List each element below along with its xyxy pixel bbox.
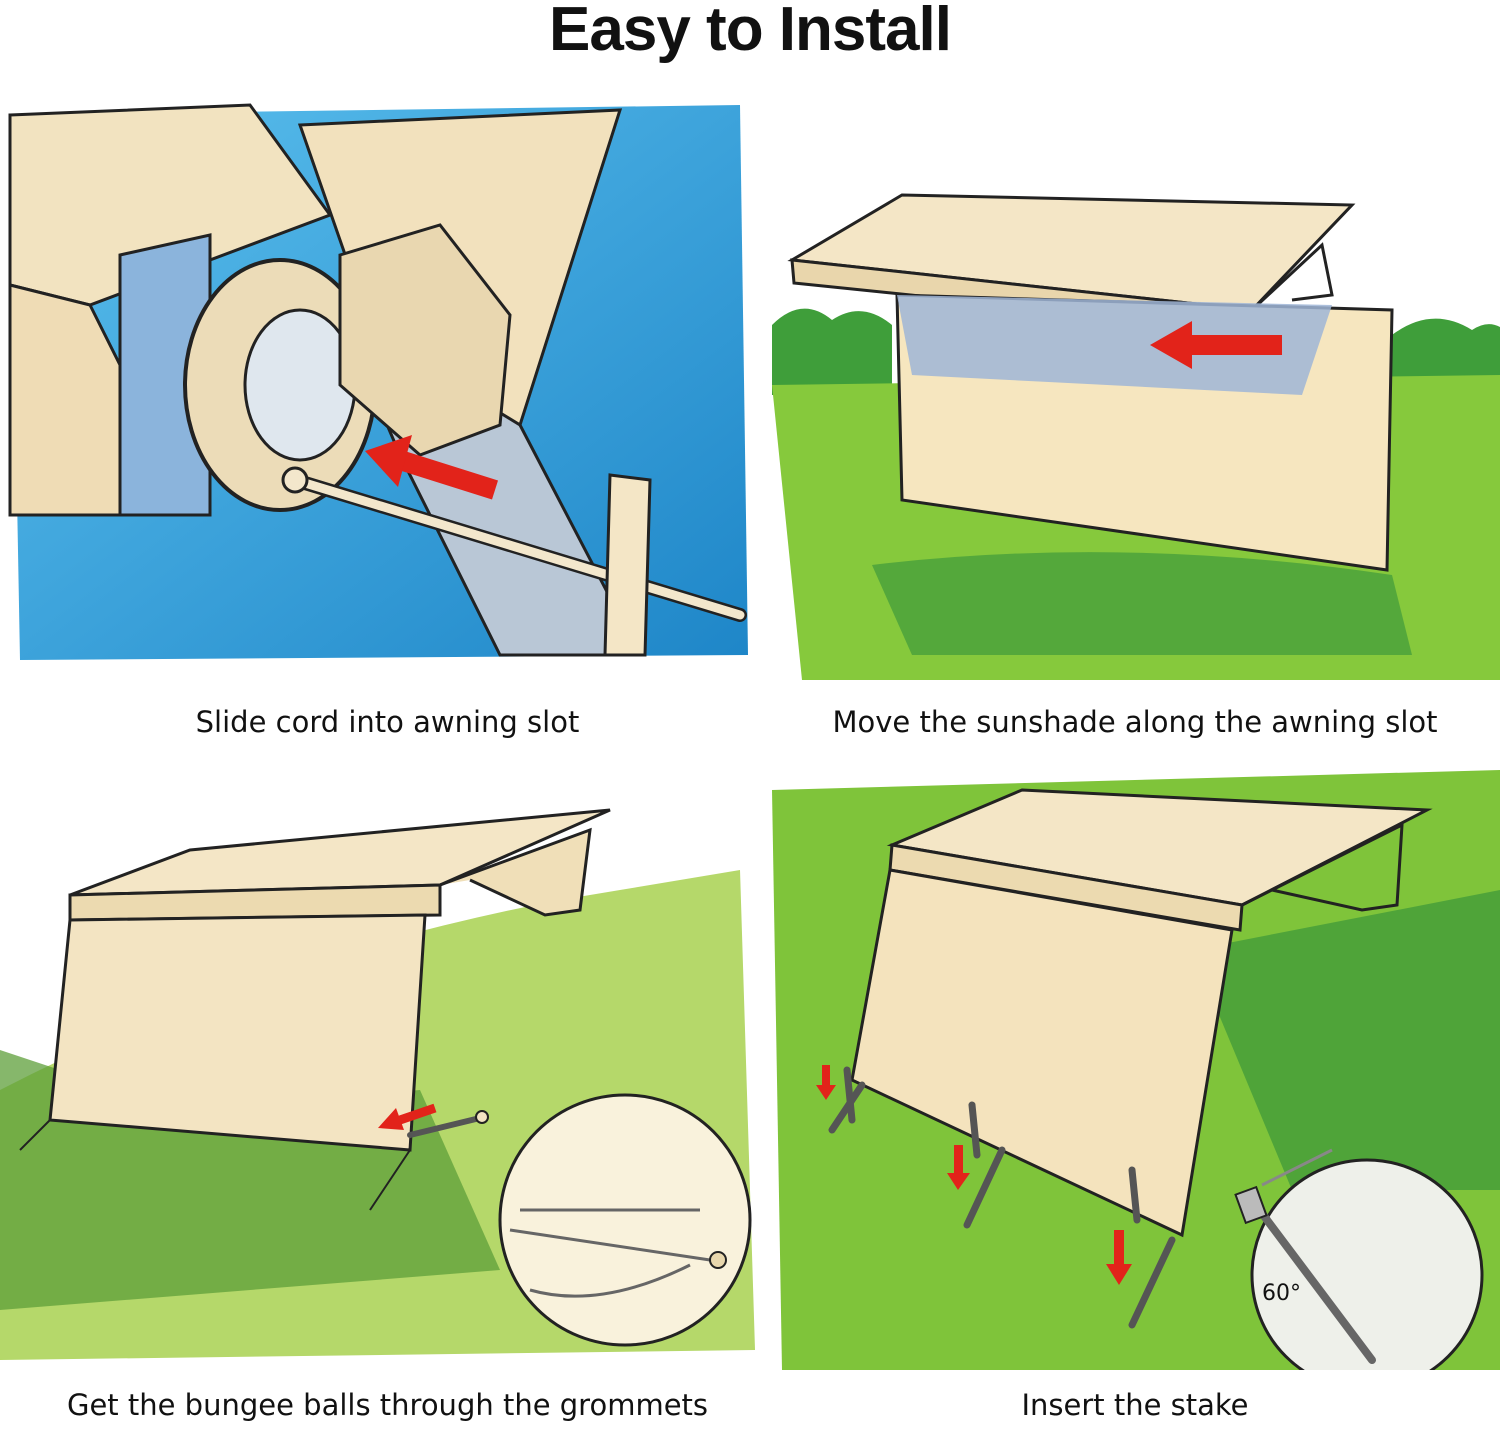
- step-4-illustration: 60°: [772, 770, 1500, 1370]
- step-2-caption: Move the sunshade along the awning slot: [832, 705, 1438, 739]
- red-arrow-icon: [816, 1065, 1132, 1285]
- stake-icon: [828, 1066, 1176, 1329]
- angle-label: 60°: [1262, 1281, 1301, 1306]
- step-3-illustration: [0, 790, 755, 1370]
- page-title: Easy to Install: [549, 0, 952, 64]
- sunshade-screen: [850, 868, 1234, 1238]
- red-arrow-icon: [365, 435, 499, 500]
- red-arrow-icon: [378, 1103, 437, 1130]
- sunshade-screen: [48, 913, 427, 1152]
- step-4-caption: Insert the stake: [1021, 1388, 1249, 1422]
- zoom-detail-circle: [1250, 1158, 1484, 1370]
- step-1-caption: Slide cord into awning slot: [195, 705, 580, 739]
- red-arrow-icon: [1150, 321, 1282, 369]
- zoom-detail-circle: [498, 1093, 752, 1347]
- step-1-illustration: [0, 95, 755, 665]
- step-2-illustration: [772, 95, 1500, 680]
- step-3-caption: Get the bungee balls through the grommet…: [66, 1388, 709, 1422]
